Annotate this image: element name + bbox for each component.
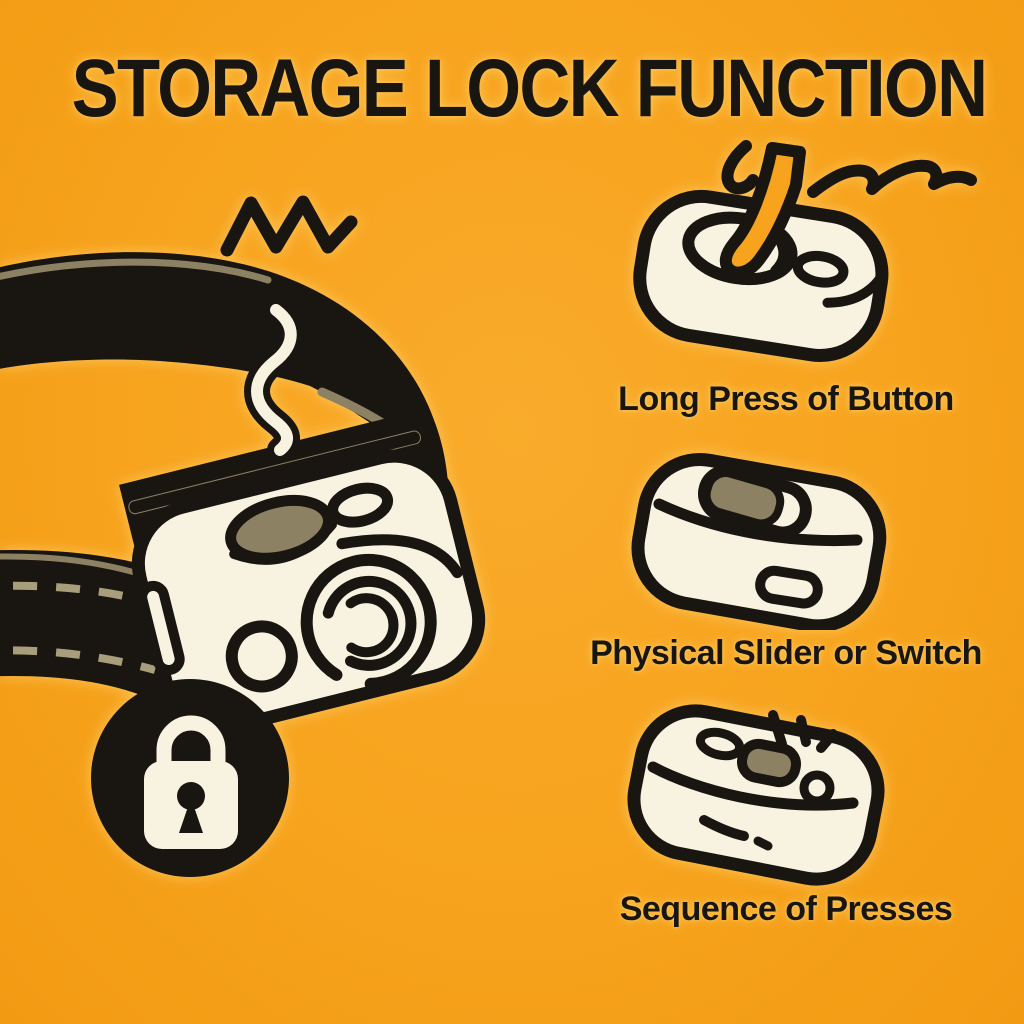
press-spark-lines: [768, 710, 838, 753]
slider-device: [631, 452, 887, 630]
camera-side-slot: [137, 580, 185, 676]
padlock-badge-icon: [91, 679, 289, 877]
slider-knob: [702, 469, 785, 528]
steam-squiggle-icon: [244, 297, 304, 463]
method-slider: Physical Slider or Switch: [556, 430, 1016, 673]
pressing-finger: [719, 140, 977, 279]
camera-top-button: [225, 494, 335, 564]
method-long-press: Long Press of Button: [556, 140, 1016, 419]
front-hatch: [755, 565, 823, 609]
vibration-zigzag-icon: [220, 195, 358, 257]
sequence-presses-icon: [627, 704, 885, 886]
camera-indicator-oval: [327, 482, 394, 528]
teardrop-mark: [695, 727, 745, 761]
method-sequence: Sequence of Presses: [556, 680, 1016, 929]
caption-slider: Physical Slider or Switch: [590, 634, 982, 672]
physical-slider-icon: [631, 452, 887, 630]
camera-edge-highlight: [336, 534, 463, 579]
keyhole: [177, 782, 205, 810]
sequence-device: [627, 704, 885, 886]
caption-sequence: Sequence of Presses: [619, 890, 953, 928]
page-title: STORAGE LOCK FUNCTION: [71, 43, 988, 134]
camera-sensor-circle: [225, 620, 298, 693]
collar-camera-with-lock-icon: [0, 195, 486, 877]
camera-lens: [300, 553, 437, 690]
small-button-oval: [792, 250, 849, 288]
long-press-button-icon: [633, 140, 977, 363]
small-dot-button: [799, 770, 835, 806]
press-button: [737, 738, 801, 788]
camera-device: [119, 407, 486, 734]
front-dash-long: [699, 815, 749, 841]
caption-long-press: Long Press of Button: [618, 380, 954, 418]
front-dash-short: [753, 836, 773, 851]
